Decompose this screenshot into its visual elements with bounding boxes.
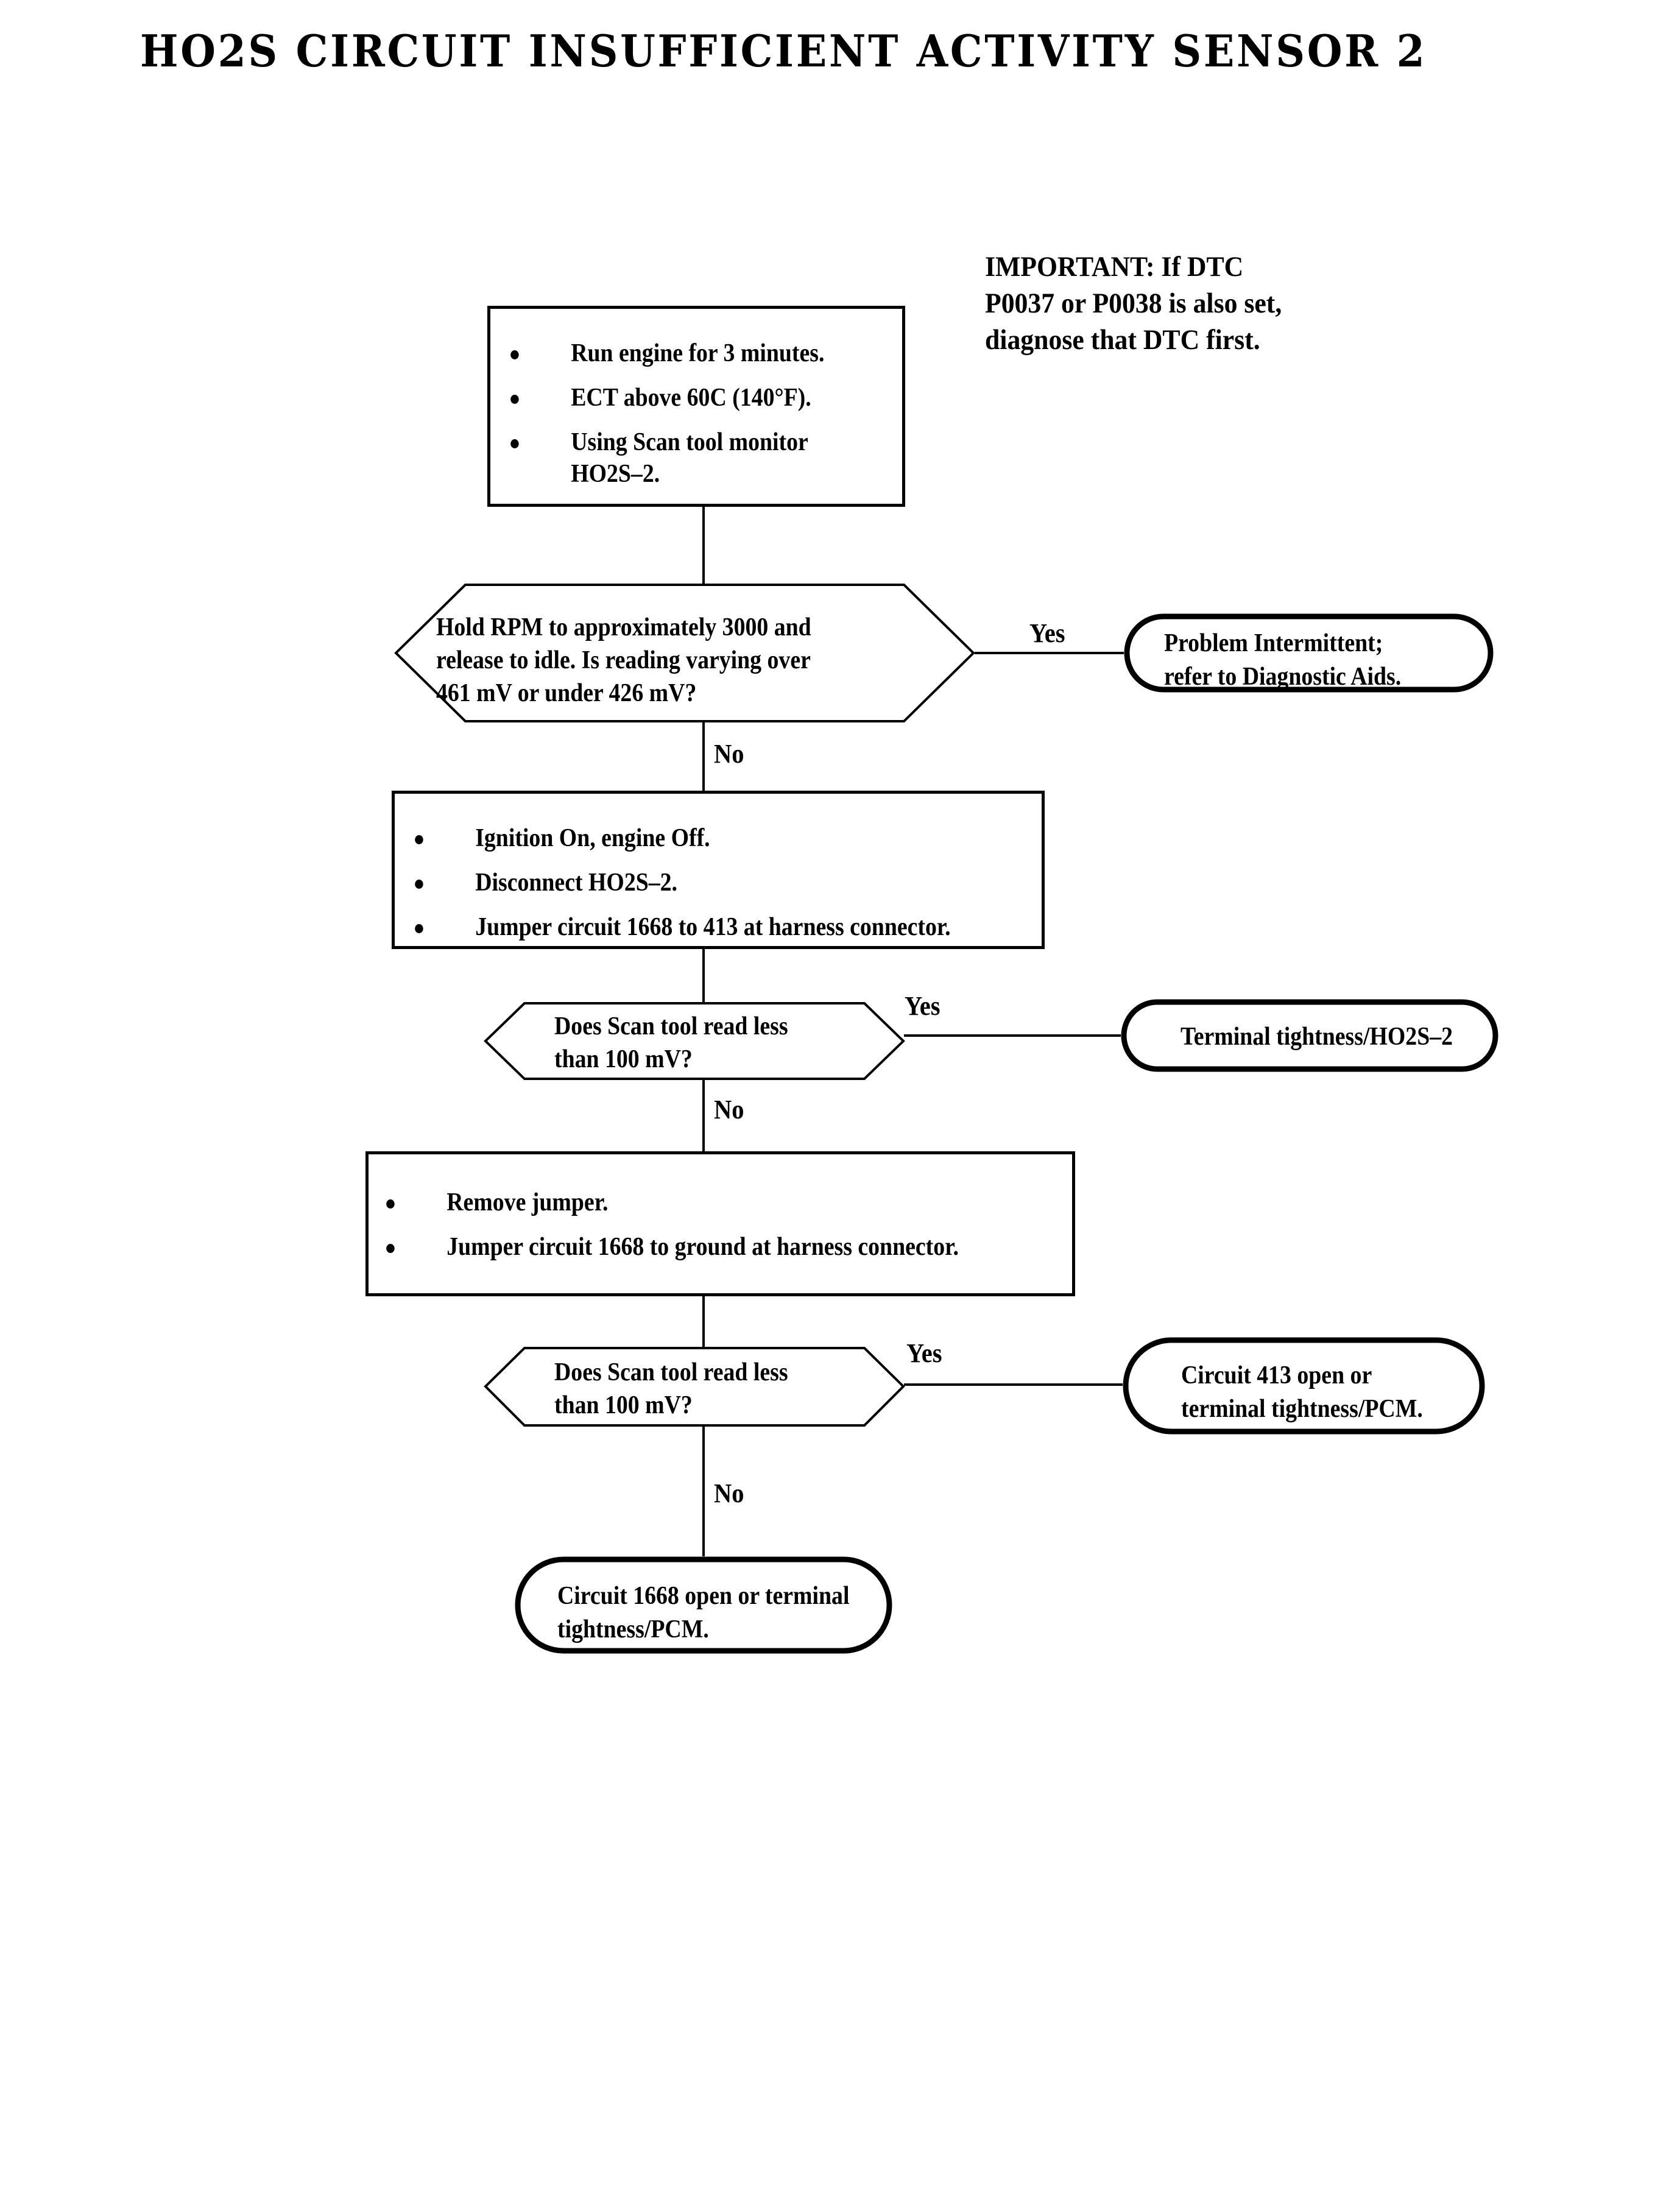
result-3-text: Circuit 413 open or terminal tightness/P… <box>1181 1361 1423 1423</box>
list-item: ECT above 60C (140°F). <box>506 383 863 414</box>
step3-bullet-list: Remove jumper. Jumper circuit 1668 to gr… <box>382 1187 1072 1263</box>
terminal-result-1: Problem Intermittent; refer to Diagnosti… <box>1124 613 1494 693</box>
important-note-line-3: diagnose that DTC first. <box>985 324 1260 356</box>
important-note-line-1: IMPORTANT: If DTC <box>985 251 1244 283</box>
result-1-text: Problem Intermittent; refer to Diagnosti… <box>1164 629 1402 691</box>
list-item: Ignition On, engine Off. <box>411 823 978 854</box>
branch-label-yes-3: Yes <box>906 1338 942 1368</box>
list-item: Jumper circuit 1668 to 413 at harness co… <box>411 912 978 943</box>
stadium-shape <box>1121 999 1498 1072</box>
branch-label-yes-1: Yes <box>1029 618 1065 648</box>
page-title: HO2S CIRCUIT INSUFFICIENT ACTIVITY SENSO… <box>140 25 1427 77</box>
step1-bullet-list: Run engine for 3 minutes. ECT above 60C … <box>506 338 902 490</box>
list-item: Using Scan tool monitor HO2S–2. <box>506 427 863 489</box>
important-note-line-2: P0037 or P0038 is also set, <box>985 288 1282 320</box>
list-item: Disconnect HO2S–2. <box>411 867 978 898</box>
list-item: Remove jumper. <box>382 1187 1003 1218</box>
stadium-shape <box>515 1556 892 1654</box>
decision-3-text: Does Scan tool read less than 100 mV? <box>554 1358 788 1419</box>
process-box-step3: Remove jumper. Jumper circuit 1668 to gr… <box>365 1151 1075 1296</box>
stadium-shape <box>1123 1337 1485 1435</box>
step2-bullet-list: Ignition On, engine Off. Disconnect HO2S… <box>411 823 1042 944</box>
decision-2-text: Does Scan tool read less than 100 mV? <box>554 1012 788 1073</box>
hexagon-shape <box>394 584 975 722</box>
process-box-step1: Run engine for 3 minutes. ECT above 60C … <box>487 306 905 507</box>
important-note: IMPORTANT: If DTC P0037 or P0038 is also… <box>985 249 1416 358</box>
branch-label-no-3: No <box>714 1478 744 1508</box>
terminal-result-2: Terminal tightness/HO2S–2 <box>1121 999 1498 1072</box>
terminal-result-3: Circuit 413 open or terminal tightness/P… <box>1123 1337 1485 1435</box>
result-2-text: Terminal tightness/HO2S–2 <box>1181 1023 1453 1051</box>
process-box-step2: Ignition On, engine Off. Disconnect HO2S… <box>392 791 1045 949</box>
decision-hexagon-2: Does Scan tool read less than 100 mV? <box>484 1002 905 1080</box>
decision-hexagon-3: Does Scan tool read less than 100 mV? <box>484 1347 905 1427</box>
terminal-result-4: Circuit 1668 open or terminal tightness/… <box>515 1556 892 1654</box>
hexagon-shape <box>484 1347 905 1427</box>
list-item: Run engine for 3 minutes. <box>506 338 863 369</box>
branch-label-no-1: No <box>714 739 744 769</box>
result-4-text: Circuit 1668 open or terminal tightness/… <box>557 1582 850 1643</box>
list-item: Jumper circuit 1668 to ground at harness… <box>382 1232 1003 1263</box>
branch-label-yes-2: Yes <box>905 991 941 1021</box>
decision-hexagon-1: Hold RPM to approximately 3000 and relea… <box>394 584 975 722</box>
stadium-shape <box>1124 613 1494 693</box>
decision-1-text: Hold RPM to approximately 3000 and relea… <box>436 613 811 707</box>
hexagon-shape <box>484 1002 905 1080</box>
branch-label-no-2: No <box>714 1095 744 1124</box>
